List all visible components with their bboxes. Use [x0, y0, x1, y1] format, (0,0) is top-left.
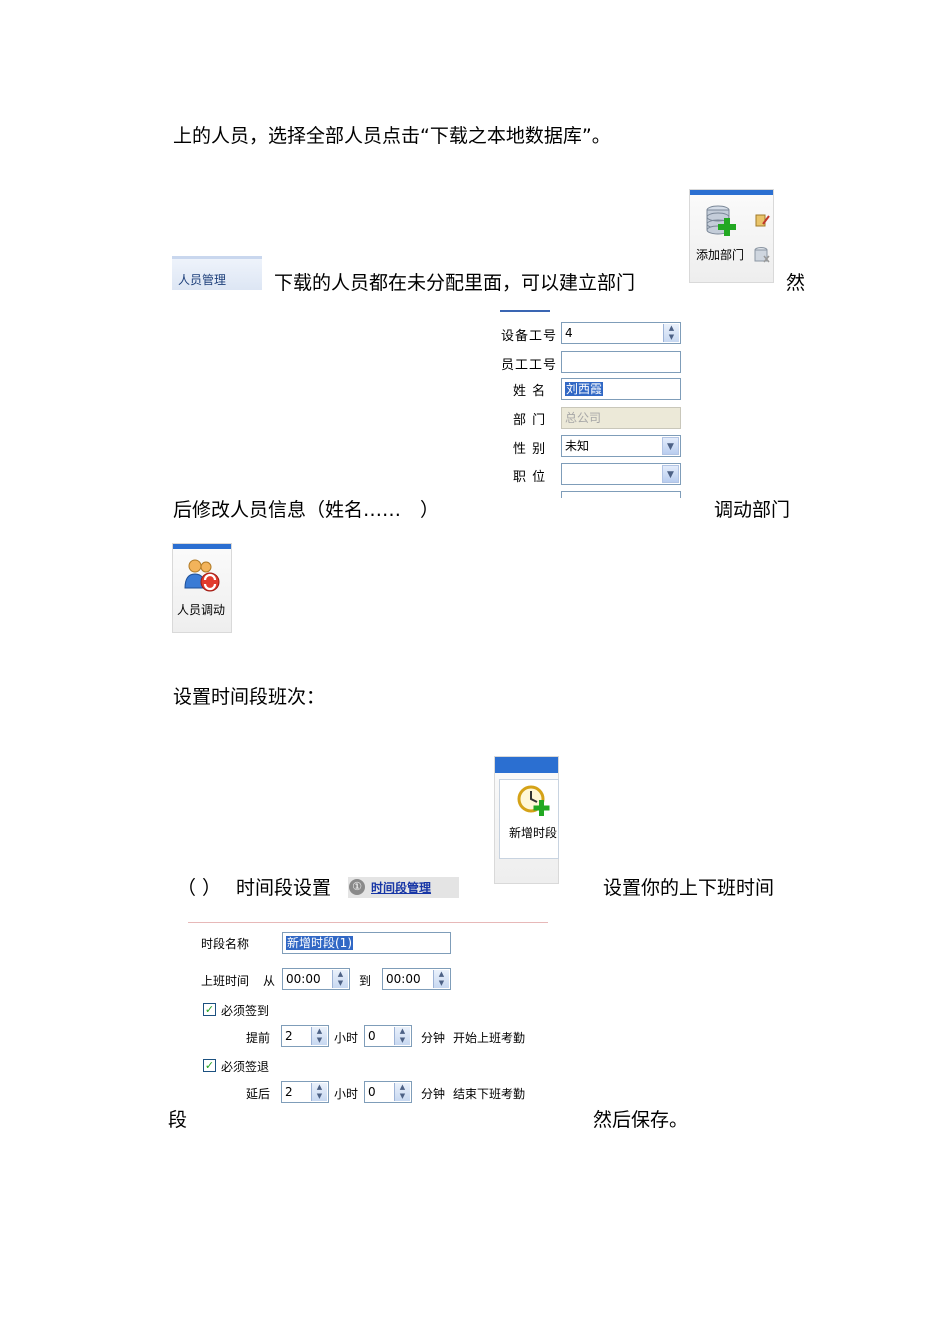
- to-time-spinner[interactable]: ▲▼: [433, 970, 449, 988]
- time-period-form: 时段名称 新增时段(1) 上班时间 从 00:00 ▲▼ 到 00:00 ▲▼ …: [188, 922, 548, 1109]
- transfer-toolbar: 人员调动: [172, 543, 232, 633]
- after-minutes-value: 0: [368, 1085, 376, 1099]
- period-name-value: 新增时段(1): [286, 936, 353, 950]
- to-time-value: 00:00: [386, 972, 421, 986]
- paragraph-3-tail: 调动部门: [714, 499, 791, 521]
- employee-info-form: 设备工号 4 ▲▼ 员工工号 姓 名 刘西霞 部 门 总公司 性 别 未知 ▼ …: [494, 310, 690, 498]
- delete-icon: [754, 246, 770, 268]
- after-minutes-spinner[interactable]: ▲▼: [394, 1083, 410, 1101]
- people-transfer-icon: [184, 559, 220, 592]
- before-hours-field[interactable]: 2 ▲▼: [281, 1025, 329, 1047]
- period-name-field[interactable]: 新增时段(1): [282, 932, 451, 954]
- from-time-spinner[interactable]: ▲▼: [332, 970, 348, 988]
- minutes-unit-2: 分钟: [421, 1087, 446, 1101]
- department-field: 总公司: [561, 407, 681, 429]
- position-label: 职 位: [513, 470, 547, 485]
- before-minutes-spinner[interactable]: ▲▼: [394, 1027, 410, 1045]
- after-hours-value: 2: [285, 1085, 293, 1099]
- personnel-tab[interactable]: 人员管理: [172, 256, 262, 290]
- paragraph-5-lead: 段: [168, 1109, 188, 1131]
- hours-unit-2: 小时: [334, 1087, 359, 1101]
- from-time-value: 00:00: [286, 972, 321, 986]
- transfer-label: 人员调动: [177, 603, 226, 617]
- department-label: 部 门: [513, 413, 547, 428]
- end-attendance-text: 结束下班考勤: [453, 1087, 526, 1101]
- work-time-label: 上班时间: [201, 974, 250, 988]
- after-hours-spinner[interactable]: ▲▼: [311, 1083, 327, 1101]
- from-label: 从: [263, 974, 276, 988]
- period-name-label: 时段名称: [201, 937, 250, 951]
- personnel-tab-label: 人员管理: [178, 273, 227, 287]
- section-heading: 设置时间段班次：: [173, 686, 326, 708]
- next-field[interactable]: [561, 491, 681, 498]
- edit-icon: [754, 212, 770, 232]
- chevron-down-icon[interactable]: ▼: [662, 465, 679, 483]
- before-minutes-field[interactable]: 0 ▲▼: [364, 1025, 412, 1047]
- start-attendance-text: 开始上班考勤: [453, 1031, 526, 1045]
- to-label: 到: [359, 974, 372, 988]
- must-checkout-label: 必须签退: [221, 1060, 270, 1074]
- gender-label: 性 别: [513, 442, 547, 457]
- period-management-link[interactable]: 时间段管理: [371, 881, 432, 895]
- after-hours-field[interactable]: 2 ▲▼: [281, 1081, 329, 1103]
- after-minutes-field[interactable]: 0 ▲▼: [364, 1081, 412, 1103]
- add-department-toolbar: 添加部门: [689, 189, 774, 283]
- department-value: 总公司: [565, 411, 602, 425]
- paragraph-1: 上的人员，选择全部人员点击“下载之本地数据库”。: [173, 125, 611, 147]
- before-minutes-value: 0: [368, 1029, 376, 1043]
- must-checkin-label: 必须签到: [221, 1004, 270, 1018]
- new-period-toolbar: 新增时段: [494, 756, 559, 884]
- gender-value: 未知: [565, 439, 590, 453]
- paragraph-2-tail: 然: [786, 272, 806, 294]
- hours-unit-1: 小时: [334, 1031, 359, 1045]
- before-hours-value: 2: [285, 1029, 293, 1043]
- paragraph-4-tail: 设置你的上下班时间: [603, 877, 775, 899]
- gender-select[interactable]: 未知 ▼: [561, 435, 681, 457]
- minutes-unit-1: 分钟: [421, 1031, 446, 1045]
- position-select[interactable]: ▼: [561, 463, 681, 485]
- new-period-label: 新增时段: [509, 826, 558, 840]
- transfer-button[interactable]: [183, 558, 223, 594]
- from-time-field[interactable]: 00:00 ▲▼: [282, 968, 350, 990]
- name-label: 姓 名: [513, 384, 547, 399]
- must-checkout-checkbox[interactable]: ✓: [203, 1059, 216, 1072]
- step-badge: ①: [349, 879, 365, 895]
- employee-id-field[interactable]: [561, 351, 681, 373]
- new-period-button[interactable]: 新增时段: [499, 779, 559, 859]
- to-time-field[interactable]: 00:00 ▲▼: [382, 968, 451, 990]
- chevron-down-icon[interactable]: ▼: [662, 437, 679, 455]
- device-id-spinner[interactable]: ▲▼: [663, 324, 679, 342]
- before-hours-spinner[interactable]: ▲▼: [311, 1027, 327, 1045]
- device-id-value: 4: [565, 326, 573, 340]
- device-id-label: 设备工号: [501, 329, 558, 344]
- period-management-tab[interactable]: ① 时间段管理: [348, 877, 459, 898]
- before-label: 提前: [246, 1031, 271, 1045]
- paragraph-3: 后修改人员信息（姓名…… ）: [173, 499, 440, 521]
- name-value: 刘西霞: [565, 382, 604, 396]
- paragraph-4: 时间段设置: [236, 877, 332, 899]
- employee-id-label: 员工工号: [501, 358, 558, 373]
- paragraph-4-lead: （ ）: [177, 877, 222, 899]
- must-checkin-checkbox[interactable]: ✓: [203, 1003, 216, 1016]
- add-department-button[interactable]: [704, 204, 742, 240]
- paragraph-5-tail: 然后保存。: [593, 1109, 689, 1131]
- paragraph-2: 下载的人员都在未分配里面，可以建立部门: [274, 272, 636, 294]
- add-department-label: 添加部门: [696, 248, 745, 262]
- name-field[interactable]: 刘西霞: [561, 378, 681, 400]
- clock-add-icon: [517, 785, 550, 816]
- database-add-icon: [706, 205, 736, 236]
- device-id-field[interactable]: 4 ▲▼: [561, 322, 681, 344]
- after-label: 延后: [246, 1087, 271, 1101]
